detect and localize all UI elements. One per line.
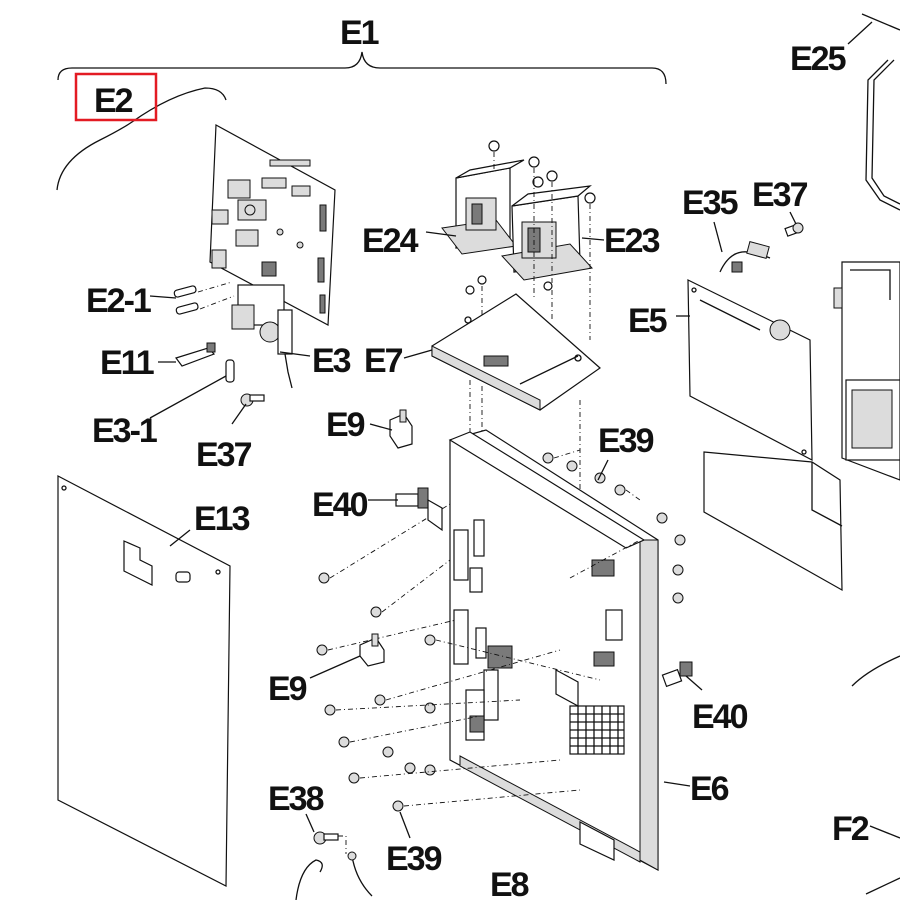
e11-connector <box>175 342 216 367</box>
e7-bracket-plate <box>431 293 601 411</box>
side-frame-right <box>833 261 900 481</box>
e25-frame <box>861 13 900 211</box>
label-e13: E13 <box>194 500 250 538</box>
label-e37-left: E37 <box>196 436 252 474</box>
e1-group-bracket <box>57 51 667 85</box>
e2-1-fuses <box>173 281 235 315</box>
e6-vent-grid <box>569 705 625 755</box>
label-e23: E23 <box>604 222 660 260</box>
e38-screw <box>313 831 347 854</box>
label-e40-left: E40 <box>312 486 368 524</box>
label-e6: E6 <box>690 770 729 808</box>
f2-pointer <box>851 655 900 895</box>
leader-lines <box>149 21 900 839</box>
label-e39-bottom: E39 <box>386 840 442 878</box>
label-e24: E24 <box>362 222 419 260</box>
label-e7: E7 <box>364 342 403 380</box>
label-e3-1: E3-1 <box>92 412 157 450</box>
label-e5: E5 <box>628 302 667 340</box>
label-e39-top: E39 <box>598 422 654 460</box>
e3-module <box>231 284 293 389</box>
e2-group-bracket <box>56 87 227 191</box>
e2-highlight-box <box>74 72 158 122</box>
e2-circuit-board <box>209 124 336 326</box>
e40-connector-left <box>395 487 443 532</box>
plate-lower-right <box>703 451 843 592</box>
e40-connector-right <box>661 661 693 688</box>
e5-board <box>687 279 813 462</box>
label-e25: E25 <box>790 40 846 78</box>
label-e9-bottom: E9 <box>268 670 307 708</box>
transformer-screws <box>465 140 596 340</box>
e37-screw-top <box>784 222 804 237</box>
label-e35: E35 <box>682 184 738 222</box>
label-e37-top: E37 <box>752 176 808 214</box>
label-e8: E8 <box>490 866 529 900</box>
e6-main-chassis <box>448 429 659 871</box>
part-labels: E1 E2 E25 E24 E23 E35 E37 E5 E2-1 E11 E3… <box>86 14 871 900</box>
e37-screw-left <box>240 393 265 407</box>
label-e40-right: E40 <box>692 698 748 736</box>
e23-transformer <box>501 185 593 281</box>
label-e1: E1 <box>340 14 379 52</box>
label-e38: E38 <box>268 780 324 818</box>
e35-cable <box>719 241 771 273</box>
e9-clip-bottom <box>359 633 385 667</box>
e9-clip-top <box>389 409 413 449</box>
e3-1-fuse <box>225 359 235 383</box>
e13-cover-plate <box>57 475 231 887</box>
label-e3: E3 <box>312 342 351 380</box>
label-e2-1: E2-1 <box>86 282 151 320</box>
e24-transformer <box>441 159 525 255</box>
chassis-fasteners <box>316 449 686 812</box>
label-e2: E2 <box>94 82 133 120</box>
e8-cable <box>295 851 373 900</box>
label-e11: E11 <box>100 344 154 382</box>
label-f2: F2 <box>832 810 869 848</box>
label-e9-top: E9 <box>326 406 365 444</box>
